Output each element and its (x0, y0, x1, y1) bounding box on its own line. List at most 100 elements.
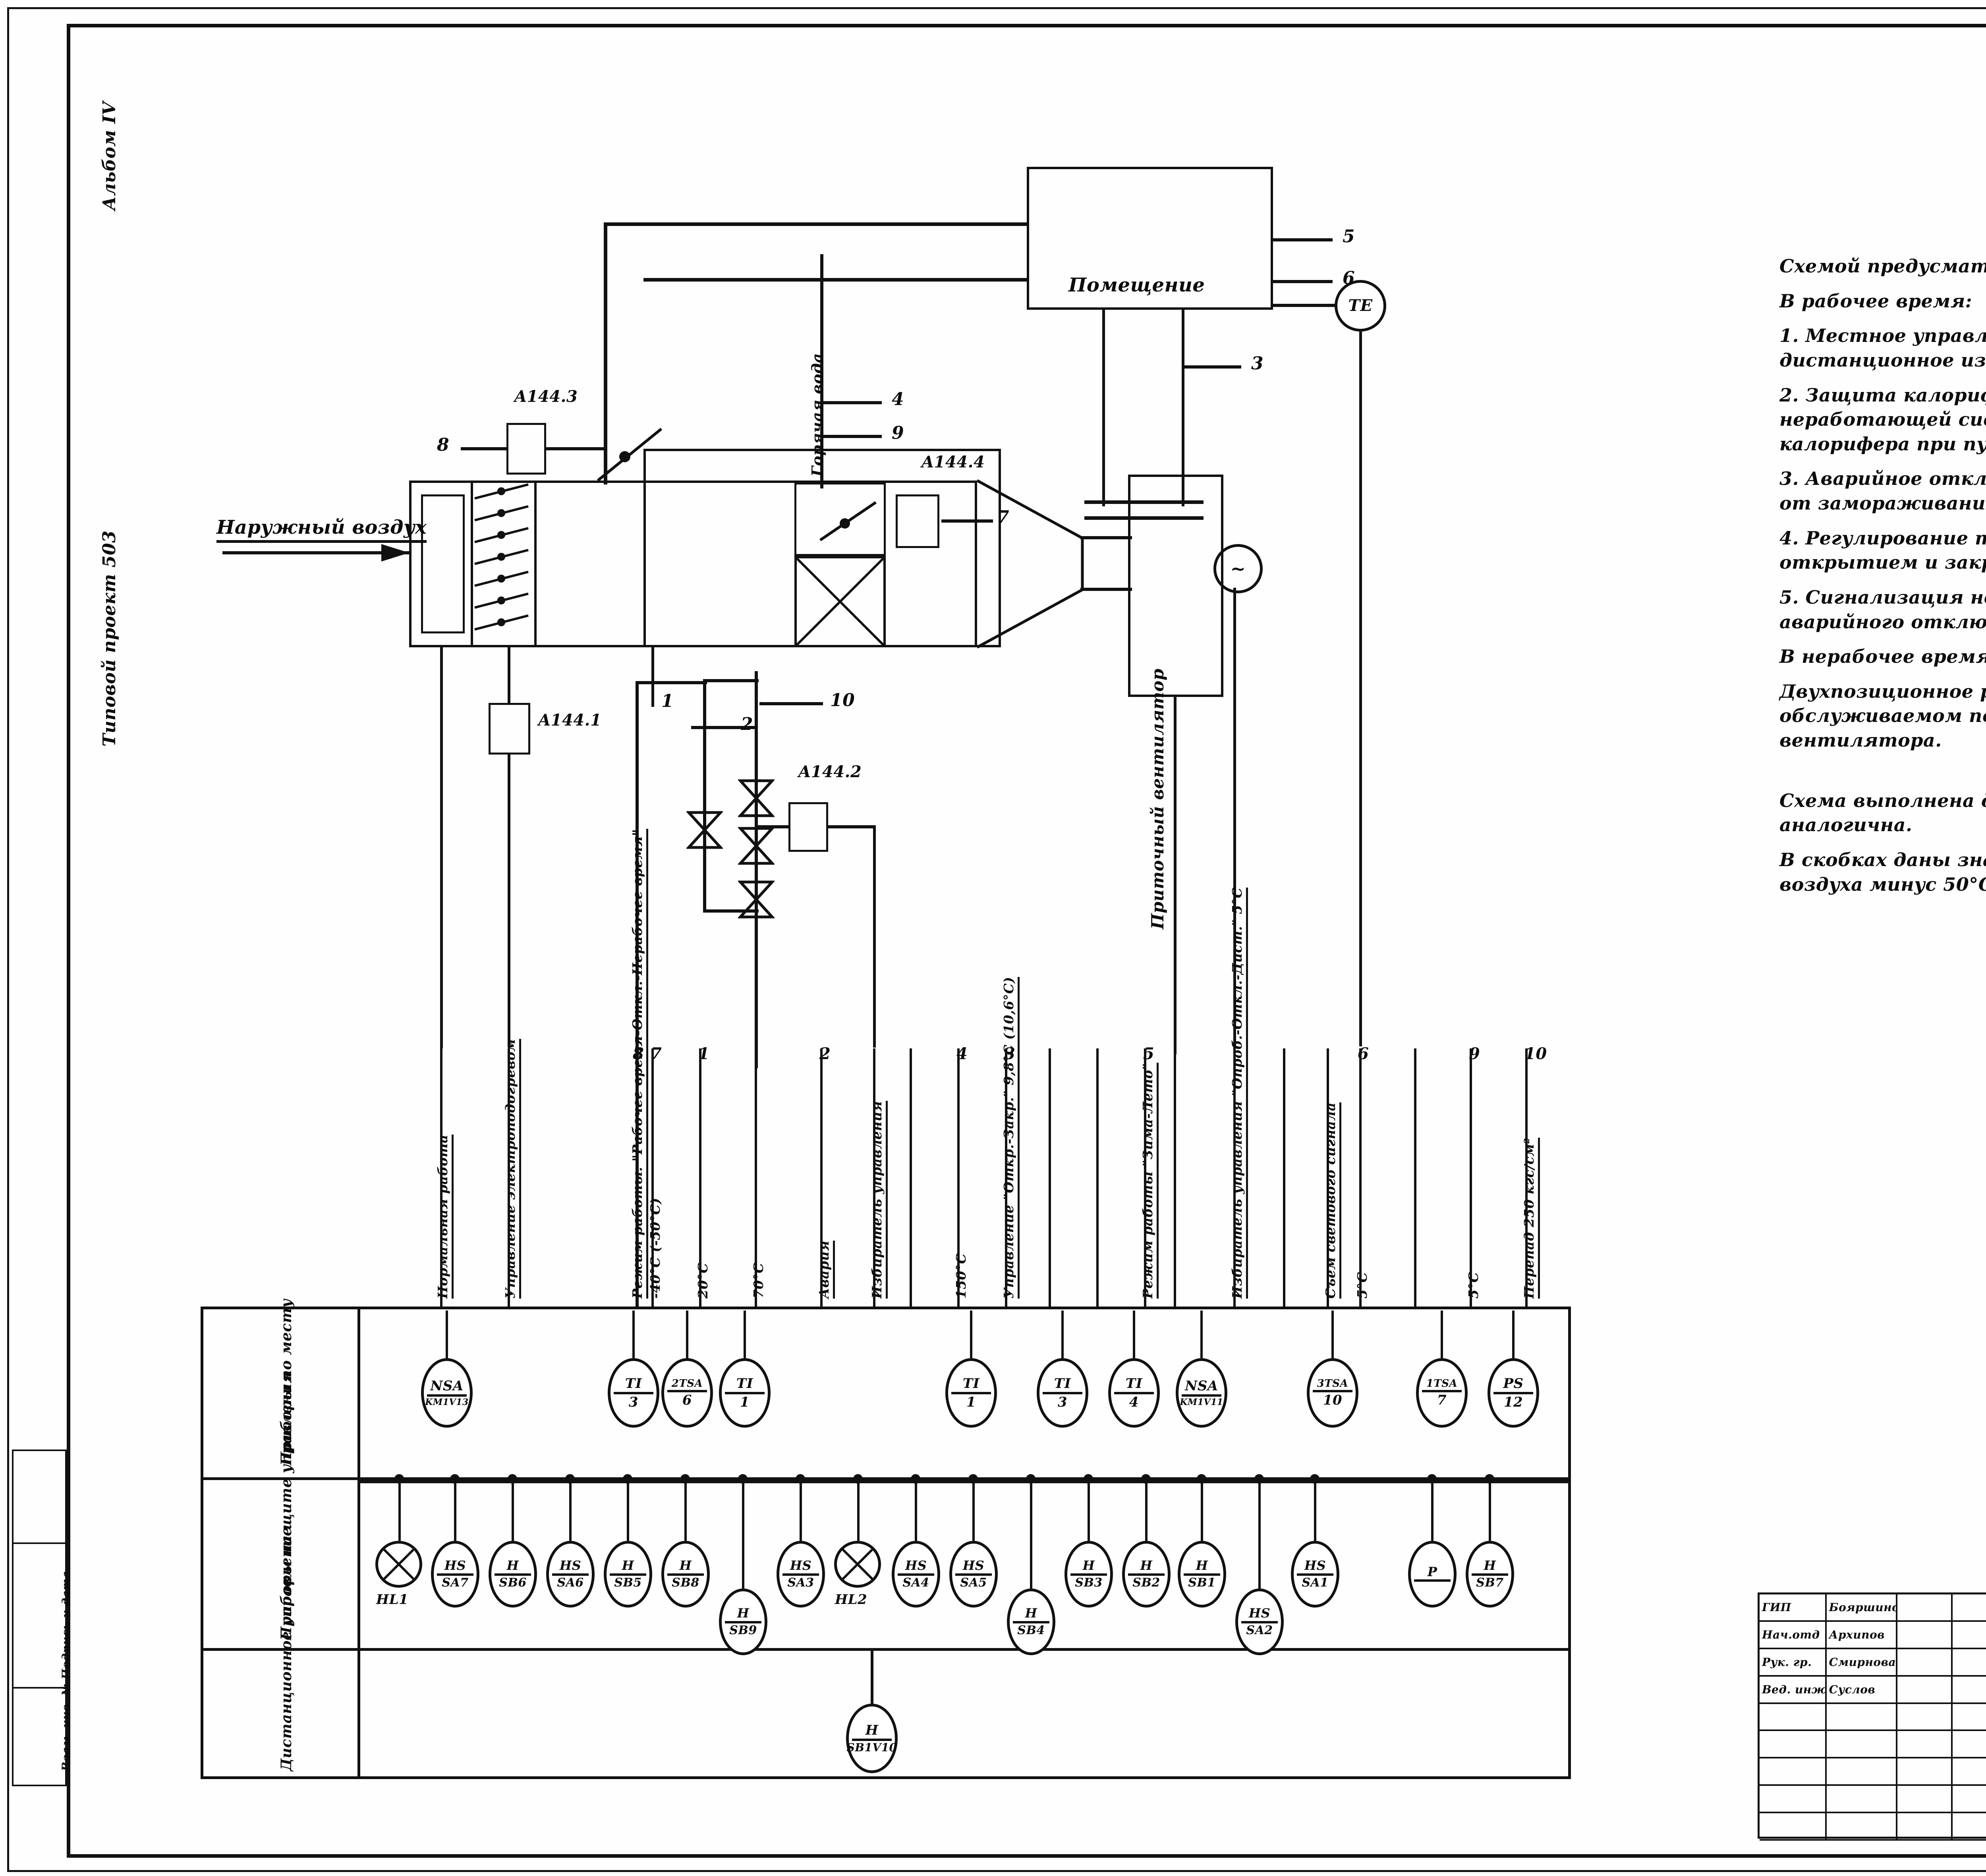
signal-line (1414, 1048, 1416, 1307)
bubble-bottom-text: 1 (966, 1394, 976, 1410)
bubble-bottom-text: SA7 (442, 1576, 469, 1590)
signal-line (1144, 1048, 1146, 1307)
tag-number-9: 9 (892, 423, 904, 443)
actuator-a1442-box (788, 802, 828, 852)
title-block-cell (1897, 1813, 1953, 1839)
actuator-a1441-label: A144.1 (538, 711, 602, 730)
title-block-cell (1953, 1622, 1986, 1648)
note-line: 2. Защита калорифера от замораживания пр… (1779, 384, 1986, 455)
title-block-cell (1953, 1704, 1986, 1730)
bubble-bottom-text: SB9 (729, 1623, 757, 1638)
signal-line (1096, 1048, 1099, 1307)
instrument-stem (1512, 1310, 1515, 1358)
junction-dot (796, 1474, 805, 1484)
bubble-bottom-text: SA1 (1302, 1576, 1329, 1590)
sheet-frame-outer (7, 7, 1986, 1872)
bubble-top-text: 1TSA (1426, 1377, 1458, 1390)
electric-heater-coil (473, 483, 532, 645)
sheet-frame-inner (67, 24, 1986, 1858)
title-block-cell (1760, 1758, 1827, 1785)
tag-leader-5 (1273, 238, 1333, 241)
instrument-stem (627, 1481, 629, 1541)
fan-motor-symbol: ~ (1213, 544, 1263, 593)
title-block-cell (1760, 1704, 1827, 1730)
divider-line (534, 481, 537, 647)
inlet-louver (421, 494, 465, 633)
table-hline-1 (201, 1477, 1571, 1480)
valve-branch-top (703, 679, 759, 682)
signature-role: Вед. инж (1762, 1683, 1826, 1696)
valve-symbol (686, 811, 723, 849)
note-line: В рабочее время: (1779, 290, 1972, 312)
a1442-signal-line (873, 825, 876, 1048)
signal-label: 5°C (1466, 1272, 1481, 1299)
junction-dot (623, 1474, 632, 1484)
title-block-cell (1897, 1676, 1953, 1702)
signal-line (1049, 1048, 1051, 1307)
a1441-stem-upper (508, 647, 510, 705)
title-block-cell: Вед. инж (1760, 1676, 1827, 1702)
title-block-cell (1953, 1813, 1986, 1839)
cone-line (1080, 588, 1132, 591)
junction-dot (565, 1474, 575, 1484)
supply-fan-duct (1128, 475, 1223, 697)
instrument-stem (1258, 1481, 1261, 1588)
bubble-top-text: H (679, 1558, 692, 1573)
title-block-cell (1953, 1758, 1986, 1784)
te-signal-line (1359, 332, 1362, 1046)
notes-block: Схемой предусматривается:В рабочее время… (1779, 254, 1986, 907)
bubble-top-text: NSA (430, 1378, 464, 1394)
junction-dot (968, 1474, 978, 1484)
instrument-stem (800, 1481, 802, 1541)
valve-symbol (738, 779, 775, 817)
damper-symbol-a1443 (597, 428, 663, 482)
motor-signal-line (1233, 588, 1236, 1048)
title-block-cell (1760, 1731, 1827, 1757)
row-label-remote: Дистанционное управление (278, 1527, 295, 1771)
damper-symbol-a1444 (819, 501, 877, 541)
instrument-stem (686, 1310, 688, 1358)
instrument-stem (1200, 1310, 1203, 1358)
instrument-stem (857, 1481, 860, 1541)
valve-signal-tie (636, 681, 707, 684)
tag-leader-1 (651, 647, 654, 707)
valve-branch-bottom (703, 909, 759, 913)
bubble-top-text: 3TSA (1317, 1377, 1348, 1390)
signal-line (1283, 1048, 1285, 1307)
instrument-stem (1030, 1481, 1032, 1588)
title-block-cell (1897, 1758, 1953, 1785)
bubble-bottom-text: 4 (1129, 1394, 1139, 1410)
divider-line (471, 481, 473, 647)
panel-bus-line (359, 1480, 1569, 1483)
instrument-stem (1331, 1310, 1334, 1358)
instrument-stem (1201, 1481, 1203, 1541)
hot-water-riser (820, 254, 823, 488)
bubble-top-text: H (506, 1558, 519, 1573)
bubble-top-text: HS (790, 1558, 812, 1573)
instrument-stem (1431, 1481, 1433, 1541)
bubble-bottom-text: SA5 (960, 1576, 987, 1590)
instrument-stem (1489, 1481, 1491, 1541)
tag-number-5: 5 (1343, 226, 1355, 247)
signal-line (1470, 1048, 1472, 1307)
remote-instrument-bubble: H SB1V10 (846, 1704, 898, 1773)
junction-dot (1141, 1474, 1151, 1484)
te-text: TE (1348, 296, 1373, 315)
instrument-stem (632, 1310, 635, 1358)
indicator-lamp-icon (375, 1541, 422, 1588)
title-block-row (1760, 1704, 1986, 1731)
bubble-bottom-text: SB5 (614, 1576, 642, 1590)
title-block-row: ГИПБояршинов (1760, 1594, 1986, 1622)
coil-x-symbol (794, 556, 886, 647)
bubble-bottom-text: SB2 (1132, 1576, 1160, 1590)
title-block-cell: Нач.отд (1760, 1621, 1827, 1648)
